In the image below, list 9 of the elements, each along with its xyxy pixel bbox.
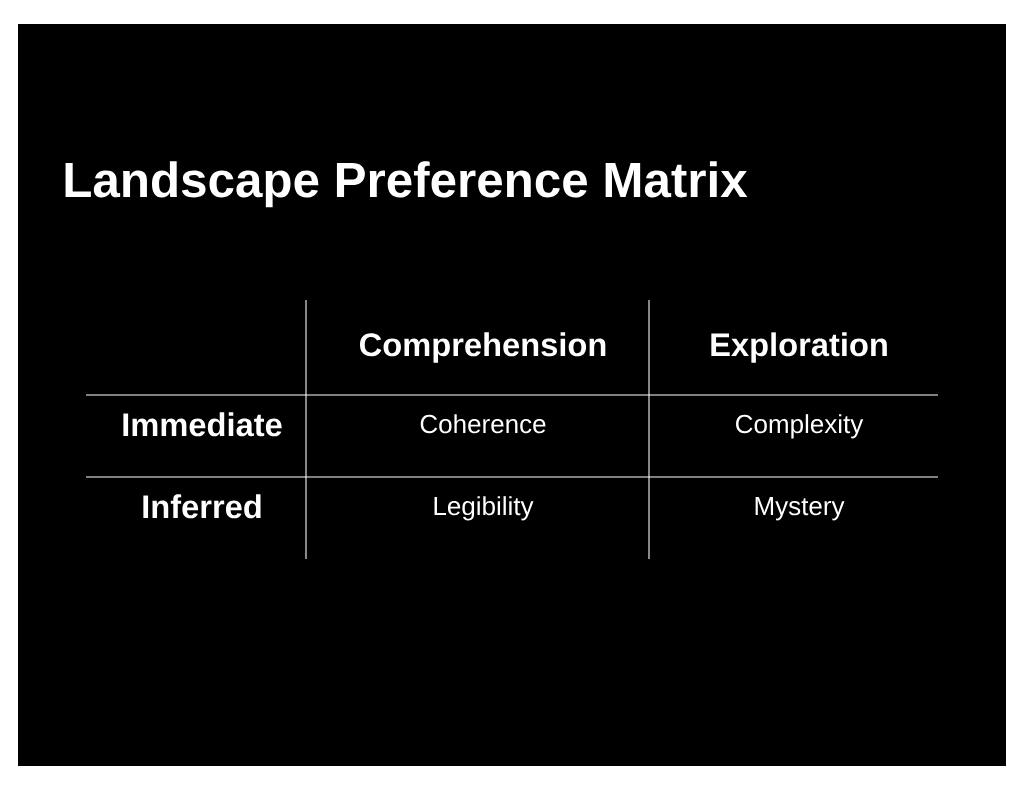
column-header: Comprehension — [360, 332, 606, 363]
table-cell: Coherence — [420, 414, 546, 434]
table-cell: Legibility — [434, 496, 534, 521]
row-header: Immediate — [123, 412, 282, 437]
title: Landscape Preference Matrix — [65, 161, 748, 208]
column-header: Exploration — [711, 332, 887, 363]
row-header: Inferred — [143, 494, 261, 519]
table-cell: Mystery — [755, 497, 845, 521]
table-cell: Complexity — [736, 414, 864, 439]
